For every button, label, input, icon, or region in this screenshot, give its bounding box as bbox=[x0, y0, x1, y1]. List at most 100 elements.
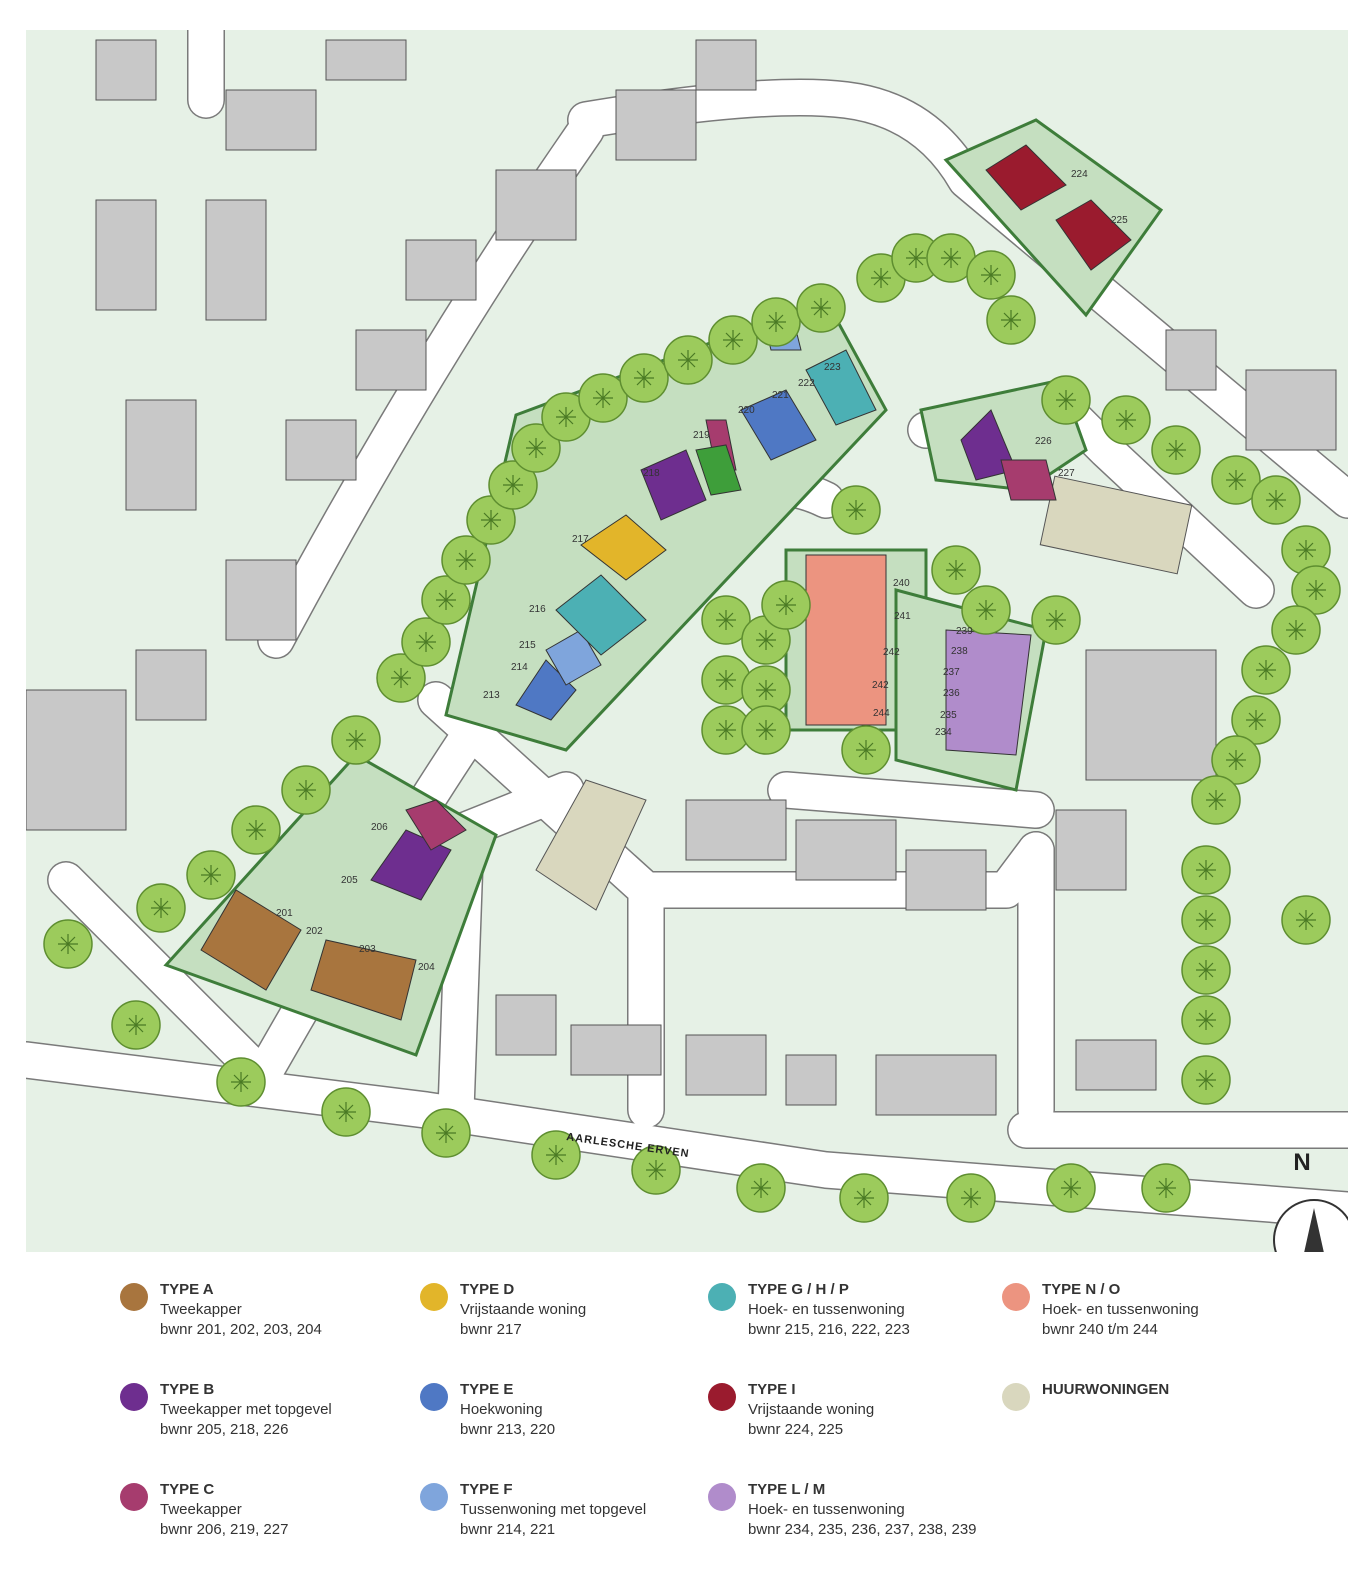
tree-branches-icon bbox=[1196, 960, 1216, 980]
plot-number: 225 bbox=[1111, 215, 1128, 226]
plot-number: 240 bbox=[893, 578, 910, 589]
tree-branches-icon bbox=[456, 550, 476, 570]
legend-plot-numbers: bwnr 240 t/m 244 bbox=[1042, 1321, 1158, 1338]
north-arrow: N bbox=[1273, 1149, 1348, 1252]
tree-branches-icon bbox=[856, 740, 876, 760]
tree-branches-icon bbox=[556, 407, 576, 427]
plot-number: 202 bbox=[306, 926, 323, 937]
tree-branches-icon bbox=[846, 500, 866, 520]
legend-description: Hoekwoning bbox=[460, 1401, 543, 1418]
tree-branches-icon bbox=[776, 595, 796, 615]
tree-branches-icon bbox=[756, 680, 776, 700]
tree-branches-icon bbox=[634, 368, 654, 388]
plot-number: 219 bbox=[693, 430, 710, 441]
legend-description: Hoek- en tussenwoning bbox=[748, 1301, 905, 1318]
tree-branches-icon bbox=[1116, 410, 1136, 430]
plot-number: 235 bbox=[940, 710, 957, 721]
tree-branches-icon bbox=[58, 934, 78, 954]
tree-branches-icon bbox=[1046, 610, 1066, 630]
plot-number: 244 bbox=[873, 708, 890, 719]
tree-branches-icon bbox=[1196, 910, 1216, 930]
tree-branches-icon bbox=[1061, 1178, 1081, 1198]
tree-branches-icon bbox=[526, 438, 546, 458]
plot-number: 205 bbox=[341, 875, 358, 886]
legend-title: TYPE B bbox=[160, 1381, 215, 1398]
tree-branches-icon bbox=[1001, 310, 1021, 330]
legend-title: TYPE L / M bbox=[748, 1481, 826, 1498]
tree-branches-icon bbox=[546, 1145, 566, 1165]
plot-number: 201 bbox=[276, 908, 293, 919]
tree-branches-icon bbox=[1306, 580, 1326, 600]
tree-branches-icon bbox=[1196, 1070, 1216, 1090]
tree-branches-icon bbox=[941, 248, 961, 268]
tree-branches-icon bbox=[961, 1188, 981, 1208]
tree-branches-icon bbox=[231, 1072, 251, 1092]
site-plan-svg: 2012022032042052062132142152162172182192… bbox=[26, 30, 1348, 1252]
legend-title: TYPE E bbox=[460, 1381, 514, 1398]
legend-description: Hoek- en tussenwoning bbox=[1042, 1301, 1199, 1318]
plot-number: 221 bbox=[772, 390, 789, 401]
plot-number: 206 bbox=[371, 822, 388, 833]
plot-number: 236 bbox=[943, 688, 960, 699]
legend-swatch bbox=[1002, 1383, 1030, 1411]
trees bbox=[43, 233, 1341, 1223]
tree-branches-icon bbox=[646, 1160, 666, 1180]
tree-branches-icon bbox=[906, 248, 926, 268]
tree-branches-icon bbox=[1286, 620, 1306, 640]
plot-number: 223 bbox=[824, 362, 841, 373]
tree-branches-icon bbox=[981, 265, 1001, 285]
existing-buildings bbox=[26, 39, 1337, 1116]
legend-title: TYPE G / H / P bbox=[748, 1281, 849, 1298]
tree-branches-icon bbox=[716, 670, 736, 690]
rental-buildings bbox=[535, 475, 1193, 911]
legend-swatch bbox=[708, 1283, 736, 1311]
legend-description: Tussenwoning met topgevel bbox=[460, 1501, 647, 1518]
legend-title: TYPE F bbox=[460, 1481, 513, 1498]
tree-branches-icon bbox=[503, 475, 523, 495]
tree-branches-icon bbox=[1296, 910, 1316, 930]
plot-number: 215 bbox=[519, 640, 536, 651]
legend-swatch bbox=[420, 1383, 448, 1411]
tree-branches-icon bbox=[1196, 1010, 1216, 1030]
tree-branches-icon bbox=[246, 820, 266, 840]
tree-branches-icon bbox=[1246, 710, 1266, 730]
legend-description: Tweekapper bbox=[160, 1301, 242, 1318]
tree-branches-icon bbox=[346, 730, 366, 750]
legend-plot-numbers: bwnr 206, 219, 227 bbox=[160, 1521, 289, 1538]
tree-branches-icon bbox=[296, 780, 316, 800]
tree-branches-icon bbox=[1266, 490, 1286, 510]
tree-branches-icon bbox=[126, 1015, 146, 1035]
legend-swatch bbox=[708, 1383, 736, 1411]
tree-branches-icon bbox=[336, 1102, 356, 1122]
tree-branches-icon bbox=[391, 668, 411, 688]
plot-number: 239 bbox=[956, 626, 973, 637]
compass-needle-icon bbox=[1304, 1208, 1324, 1252]
tree-branches-icon bbox=[481, 510, 501, 530]
plot-number: 216 bbox=[529, 604, 546, 615]
legend-description: Tweekapper bbox=[160, 1501, 242, 1518]
plot-number-labels: 2012022032042052062132142152162172182192… bbox=[276, 169, 1128, 973]
tree-branches-icon bbox=[811, 298, 831, 318]
plot-number: 227 bbox=[1058, 468, 1075, 479]
legend-text: HUURWONINGEN bbox=[1042, 1380, 1169, 1400]
tree-branches-icon bbox=[151, 898, 171, 918]
legend-swatch bbox=[120, 1483, 148, 1511]
plot-number: 226 bbox=[1035, 436, 1052, 447]
tree-branches-icon bbox=[723, 330, 743, 350]
tree-branches-icon bbox=[1226, 470, 1246, 490]
legend-description: Vrijstaande woning bbox=[460, 1301, 587, 1318]
legend-description: Tweekapper met topgevel bbox=[160, 1401, 332, 1418]
legend-plot-numbers: bwnr 215, 216, 222, 223 bbox=[748, 1321, 910, 1338]
legend-title: TYPE N / O bbox=[1042, 1281, 1121, 1298]
legend-title: HUURWONINGEN bbox=[1042, 1381, 1170, 1398]
plot-number: 203 bbox=[359, 944, 376, 955]
tree-branches-icon bbox=[756, 720, 776, 740]
